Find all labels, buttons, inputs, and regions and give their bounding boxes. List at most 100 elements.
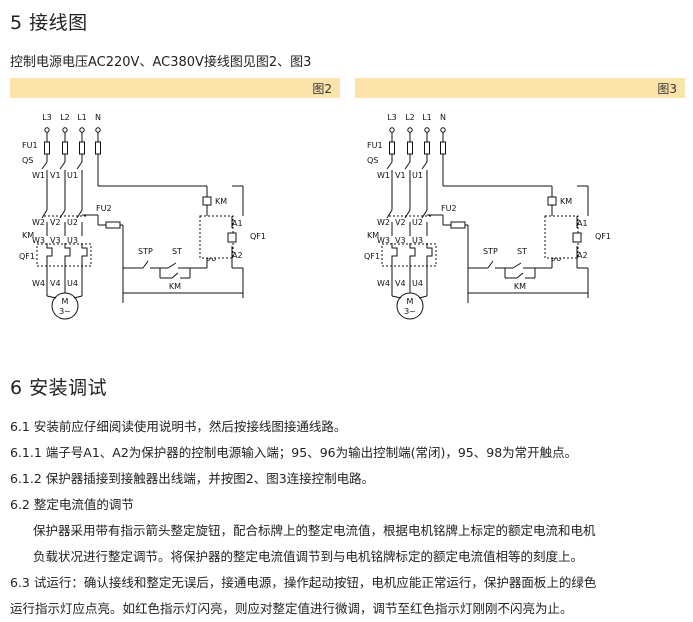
qf1-block bbox=[381, 243, 437, 267]
st-label: ST bbox=[172, 247, 182, 256]
qf1-right-label: QF1 bbox=[595, 232, 611, 241]
qf1-right-label: QF1 bbox=[250, 232, 266, 241]
terminal-label-low: V3 bbox=[50, 236, 61, 245]
phase-label: L2 bbox=[60, 113, 70, 122]
terminal-label-low: U3 bbox=[412, 236, 423, 245]
terminal-label-mid: W2 bbox=[32, 218, 45, 227]
switch-blade bbox=[41, 161, 48, 170]
phase-label: L1 bbox=[422, 113, 432, 122]
figure-3-label: 图3 bbox=[657, 82, 677, 96]
stp-label: STP bbox=[138, 247, 153, 256]
para-6-3-line2: 运行指示灯应点亮。如红色指示灯闪亮，则应对整定值进行微调，调节至红色指示灯刚刚不… bbox=[10, 601, 573, 616]
terminal-label-top: W1 bbox=[377, 171, 390, 180]
phase-label: L3 bbox=[387, 113, 397, 122]
para-6-1-2: 6.1.2 保护器插接到接触器出线端，并按图2、图3连接控制电路。 bbox=[10, 471, 375, 486]
motor-symbol bbox=[396, 292, 424, 320]
terminal-label-top: U1 bbox=[67, 171, 78, 180]
terminal-dot bbox=[62, 127, 68, 133]
phase-label: L3 bbox=[42, 113, 52, 122]
km-hold-label: KM bbox=[514, 282, 526, 291]
figure-2-label: 图2 bbox=[312, 82, 332, 96]
terminal-dot bbox=[440, 127, 446, 133]
figure-2-header bbox=[10, 78, 340, 98]
fuse bbox=[44, 141, 50, 155]
contact-blade bbox=[59, 209, 66, 219]
terminal-label-bottom: W4 bbox=[377, 279, 390, 288]
fuse bbox=[440, 141, 446, 155]
coil-km-label: KM bbox=[560, 197, 572, 206]
terminal-label-mid: V2 bbox=[395, 218, 406, 227]
motor-3ph-label: 3~ bbox=[404, 307, 416, 316]
heater-element bbox=[46, 243, 53, 261]
terminal-dot bbox=[389, 127, 395, 133]
phase-label: N bbox=[440, 113, 446, 122]
terminal-label-top: U1 bbox=[412, 171, 423, 180]
terminal-label-bottom: U4 bbox=[412, 279, 423, 288]
qf1-coil bbox=[227, 232, 237, 243]
wire bbox=[418, 295, 428, 299]
qs-label: QS bbox=[367, 156, 378, 165]
contact-blade bbox=[76, 209, 83, 219]
km-hold-contact bbox=[516, 272, 524, 279]
a1-label: A1 bbox=[232, 219, 243, 228]
fu2-label: FU2 bbox=[441, 204, 457, 213]
contact-blade bbox=[404, 209, 411, 219]
fu1-label: FU1 bbox=[367, 141, 383, 150]
terminal-label-top: V1 bbox=[395, 171, 406, 180]
terminal-dot bbox=[95, 127, 101, 133]
a2-label: A2 bbox=[232, 251, 243, 260]
terminal-label-bottom: W4 bbox=[32, 279, 45, 288]
wire bbox=[73, 295, 83, 299]
para-6-1-1: 6.1.1 端子号A1、A2为保护器的控制电源输入端；95、96为输出控制端(常… bbox=[10, 445, 578, 460]
switch-blade bbox=[76, 161, 83, 170]
terminal-label-top: V1 bbox=[50, 171, 61, 180]
switch-blade bbox=[404, 161, 411, 170]
km-left-label: KM bbox=[22, 231, 34, 240]
para-6-2: 6.2 整定电流值的调节 bbox=[10, 497, 134, 512]
terminal-dot bbox=[407, 127, 413, 133]
fuse-fu2 bbox=[450, 221, 466, 229]
fuse-fu2 bbox=[105, 221, 121, 229]
para-6-3-line1: 6.3 试运行：确认接线和整定无误后，接通电源，操作起动按钮，电机应能正常运行，… bbox=[10, 575, 597, 590]
terminal-label-mid: W2 bbox=[377, 218, 390, 227]
motor-m-label: M bbox=[62, 297, 69, 306]
stp-label: STP bbox=[483, 247, 498, 256]
coil-km bbox=[202, 196, 212, 206]
para-6-1: 6.1 安装前应仔细阅读使用说明书，然后按接线图接通线路。 bbox=[10, 419, 347, 434]
km-hold-label: KM bbox=[169, 282, 181, 291]
st-label: ST bbox=[517, 247, 527, 256]
fuse bbox=[389, 141, 395, 155]
terminal-label-low: W3 bbox=[377, 236, 390, 245]
stp-contact bbox=[487, 260, 494, 269]
heater-element bbox=[409, 243, 416, 261]
para-6-2-line2: 负载状况进行整定调节。将保护器的整定电流值调节到与电机铭牌标定的额定电流值相等的… bbox=[33, 549, 584, 564]
terminal-dot bbox=[424, 127, 430, 133]
fuse bbox=[79, 141, 85, 155]
heater-element bbox=[64, 243, 71, 261]
st-contact bbox=[167, 262, 177, 269]
motor-m-label: M bbox=[407, 297, 414, 306]
switch-blade bbox=[421, 161, 428, 170]
heater-element bbox=[426, 243, 433, 261]
phase-label: N bbox=[95, 113, 101, 122]
fuse bbox=[424, 141, 430, 155]
qf1-left-label: QF1 bbox=[19, 252, 35, 261]
qf1-coil bbox=[572, 232, 582, 243]
switch-blade bbox=[59, 161, 66, 170]
fu2-label: FU2 bbox=[96, 204, 112, 213]
section5-subtitle: 控制电源电压AC220V、AC380V接线图见图2、图3 bbox=[10, 55, 312, 70]
wire bbox=[391, 295, 402, 299]
km-hold-contact bbox=[171, 272, 179, 279]
section5-title: 5 接线图 bbox=[10, 12, 88, 34]
qs-label: QS bbox=[22, 156, 33, 165]
terminal-label-low: V3 bbox=[395, 236, 406, 245]
terminal-label-bottom: V4 bbox=[395, 279, 406, 288]
contact-blade bbox=[386, 209, 393, 219]
fuse bbox=[62, 141, 68, 155]
figure-3-header bbox=[355, 78, 685, 98]
terminal-dot bbox=[44, 127, 50, 133]
